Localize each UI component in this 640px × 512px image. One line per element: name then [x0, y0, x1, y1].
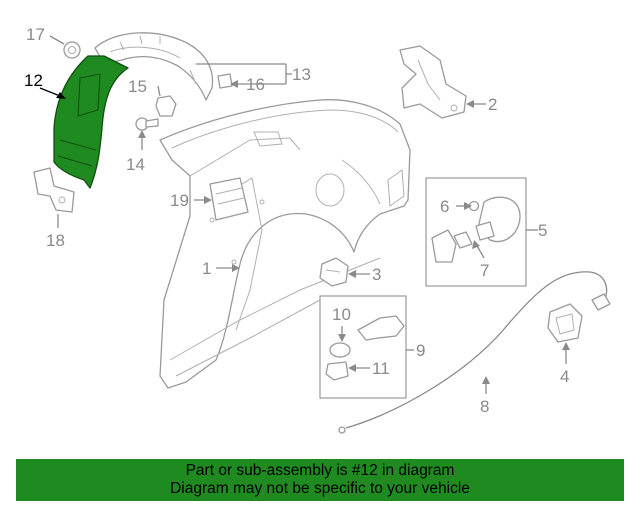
- bracket-18: [33, 167, 75, 213]
- bolt-14: [135, 117, 159, 131]
- clip-16: [217, 73, 233, 89]
- leader-lines: [39, 35, 570, 394]
- callout-3[interactable]: 3: [372, 265, 381, 284]
- callout-11[interactable]: 11: [372, 359, 390, 378]
- callout-14[interactable]: 14: [126, 155, 145, 174]
- wheel-liner-highlighted[interactable]: [53, 55, 129, 189]
- latch-box: [319, 295, 407, 399]
- release-cable-8: [338, 271, 611, 434]
- fuel-door-box: [425, 177, 527, 287]
- callout-17[interactable]: 17: [26, 25, 45, 44]
- callout-1[interactable]: 1: [202, 259, 211, 278]
- callout-7[interactable]: 7: [480, 261, 489, 280]
- callout-16[interactable]: 16: [246, 75, 265, 94]
- fender-liner-inner: [94, 32, 214, 101]
- clip-17: [63, 41, 81, 59]
- callout-9[interactable]: 9: [416, 341, 425, 360]
- housing-4: [547, 303, 583, 343]
- callout-2[interactable]: 2: [488, 95, 497, 114]
- reinforcement-2: [399, 45, 467, 119]
- nut-15: [155, 95, 177, 117]
- callout-numbers: 17 12 15 16 13 14 18 19 2 1 3 5 6 7 9 10…: [24, 25, 569, 416]
- info-banner: Part or sub-assembly is #12 in diagram D…: [16, 459, 624, 501]
- callout-10[interactable]: 10: [332, 305, 351, 324]
- callout-12[interactable]: 12: [24, 71, 43, 90]
- callout-5[interactable]: 5: [538, 221, 547, 240]
- callout-13[interactable]: 13: [292, 65, 311, 84]
- callout-19[interactable]: 19: [170, 191, 189, 210]
- quarter-panel: [159, 99, 411, 389]
- callout-18[interactable]: 18: [46, 231, 65, 250]
- callout-6[interactable]: 6: [440, 197, 449, 216]
- callout-8[interactable]: 8: [480, 397, 489, 416]
- callout-15[interactable]: 15: [128, 77, 147, 96]
- callout-4[interactable]: 4: [560, 367, 569, 386]
- banner-line-2: Diagram may not be specific to your vehi…: [170, 480, 470, 497]
- vent-grille-19: [209, 177, 249, 221]
- banner-line-1: Part or sub-assembly is #12 in diagram: [185, 462, 455, 479]
- bracket-3: [319, 257, 349, 287]
